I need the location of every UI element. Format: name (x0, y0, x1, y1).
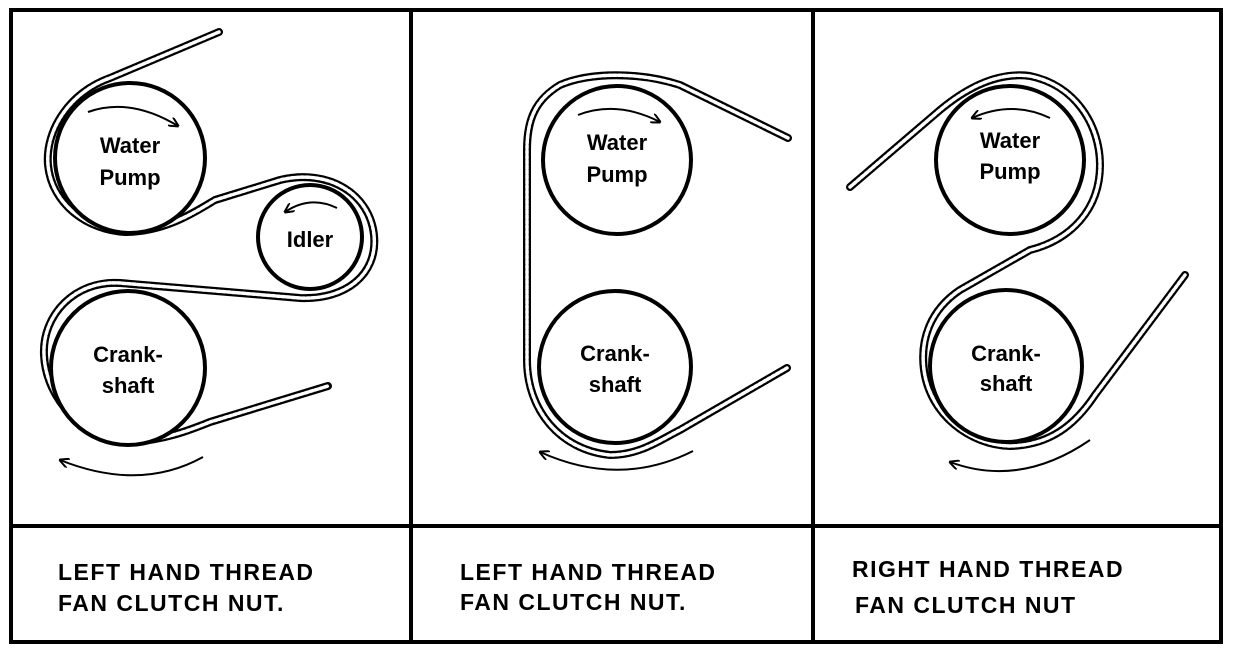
panel-3-crankshaft-pulley: Crank- shaft (928, 288, 1091, 473)
panel-1-crankshaft-pulley: Crank- shaft (49, 289, 207, 477)
panel-1-water-pump-label-1: Water (100, 133, 161, 158)
panel-1-crankshaft-label-1: Crank- (93, 342, 163, 367)
panel-1-idler-pulley: Idler (256, 183, 364, 291)
panel-2-crankshaft-label-2: shaft (589, 372, 642, 397)
panel-3-water-pump-rotation-arrow (972, 108, 1051, 118)
panel-3-caption: RIGHT HAND THREAD FAN CLUTCH NUT (852, 556, 1124, 618)
panel-2-diagram: Water Pump Crank- shaft (523, 71, 792, 471)
panel-1-crankshaft-rotation-arrow (60, 456, 204, 477)
panel-3-water-pump-label-1: Water (980, 128, 1041, 153)
panel-1-caption-line-1: LEFT HAND THREAD (58, 559, 315, 585)
panel-1-caption-line-2: FAN CLUTCH NUT. (58, 590, 285, 616)
panel-3-crankshaft-label-2: shaft (980, 371, 1033, 396)
panel-1-idler-rotation-arrow (285, 201, 338, 212)
panel-2-caption: LEFT HAND THREAD FAN CLUTCH NUT. (460, 559, 717, 615)
diagram-frame (9, 8, 1223, 644)
panel-3-caption-line-1: RIGHT HAND THREAD (852, 556, 1124, 582)
panel-3-crankshaft-label-1: Crank- (971, 341, 1041, 366)
panel-3-water-pump-label-2: Pump (979, 159, 1040, 184)
panel-2-caption-line-1: LEFT HAND THREAD (460, 559, 717, 585)
panel-3-water-pump-pulley: Water Pump (934, 84, 1086, 236)
panel-1-diagram: Water Pump Idler Crank- shaft (39, 28, 379, 477)
panel-1-idler-label: Idler (287, 227, 334, 252)
panel-1-water-pump-rotation-arrow (87, 105, 178, 126)
panel-1-water-pump-label-2: Pump (99, 165, 160, 190)
panel-3-crankshaft-rotation-arrow (950, 439, 1091, 473)
panel-2-crankshaft-pulley: Crank- shaft (537, 289, 694, 471)
panel-1-caption: LEFT HAND THREAD FAN CLUTCH NUT. (58, 559, 315, 616)
panel-3-belt (846, 71, 1189, 450)
panel-2-crankshaft-rotation-arrow (540, 450, 694, 471)
panel-2-water-pump-label-2: Pump (586, 162, 647, 187)
panel-1-crankshaft-label-2: shaft (102, 373, 155, 398)
panel-2-water-pump-rotation-arrow (577, 107, 660, 122)
panel-3-diagram: Water Pump Crank- shaft (846, 71, 1189, 473)
panel-3-caption-line-2: FAN CLUTCH NUT (855, 592, 1077, 618)
panel-2-belt (523, 71, 792, 459)
panel-2-crankshaft-label-1: Crank- (580, 341, 650, 366)
panel-2-caption-line-2: FAN CLUTCH NUT. (460, 589, 687, 615)
panel-2-water-pump-pulley: Water Pump (541, 84, 693, 236)
panel-1-water-pump-pulley: Water Pump (53, 81, 207, 235)
panel-2-water-pump-label-1: Water (587, 130, 648, 155)
